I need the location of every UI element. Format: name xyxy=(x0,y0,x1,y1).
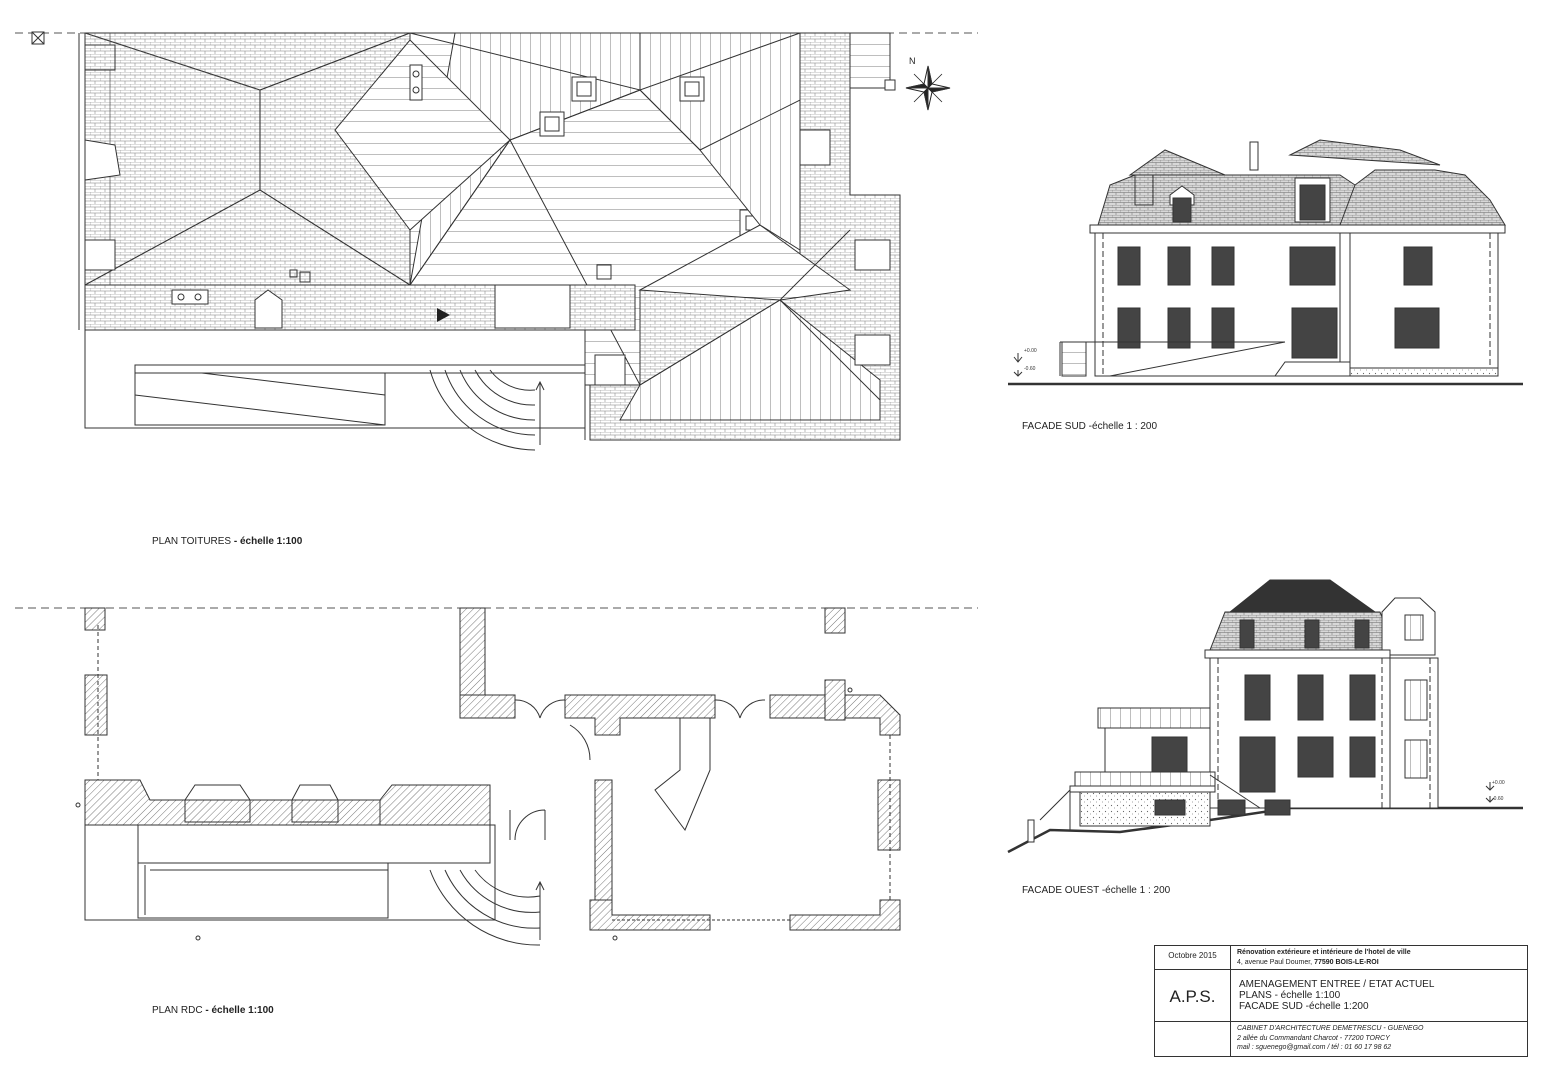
level-marker: +0.00 xyxy=(1024,348,1037,354)
project-cell: Rénovation extérieure et intérieure de l… xyxy=(1231,946,1527,970)
blank-cell xyxy=(1155,1022,1231,1056)
level-marker: -0.60 xyxy=(1024,366,1036,372)
title-block: Octobre 2015 Rénovation extérieure et in… xyxy=(1154,945,1528,1057)
north-letter: N xyxy=(909,56,916,66)
firm-name: CABINET D'ARCHITECTURE DEMETRESCU - GUEN… xyxy=(1237,1025,1424,1032)
level-marker: +0.00 xyxy=(1492,780,1505,786)
phase-cell: A.P.S. xyxy=(1155,970,1231,1022)
drawing-title-line: AMENAGEMENT ENTREE / ETAT ACTUEL xyxy=(1239,979,1435,990)
facade-ouest-label: FACADE OUEST -échelle 1 : 200 xyxy=(1022,885,1171,896)
plan-rdc-label: PLAN RDC - échelle 1:100 xyxy=(152,1005,274,1016)
west-elevation xyxy=(1007,579,1523,854)
facade-sud-label: FACADE SUD -échelle 1 : 200 xyxy=(1022,421,1158,432)
firm-contact: mail : sguenego@gmail.com / tél : 01 60 … xyxy=(1237,1044,1392,1051)
project-name: Rénovation extérieure et intérieure de l… xyxy=(1237,949,1411,956)
level-marker: -0.60 xyxy=(1492,796,1504,802)
firm-cell: CABINET D'ARCHITECTURE DEMETRESCU - GUEN… xyxy=(1231,1022,1527,1056)
firm-address: 2 allée du Commandant Charcot - 77200 TO… xyxy=(1237,1034,1390,1042)
project-address: 4, avenue Paul Doumer, 77590 BOIS-LE-ROI xyxy=(1237,959,1379,966)
plan-toitures-label: PLAN TOITURES - échelle 1:100 xyxy=(152,536,303,547)
drawing-title-line: PLANS - échelle 1:100 xyxy=(1239,990,1341,1001)
drawing-title-line: FACADE SUD -échelle 1:200 xyxy=(1239,1001,1369,1012)
roof-plan xyxy=(15,31,978,451)
north-arrow-icon xyxy=(905,65,951,111)
ground-floor-plan xyxy=(15,607,978,946)
date-cell: Octobre 2015 xyxy=(1155,946,1231,970)
drawing-title-cell: AMENAGEMENT ENTREE / ETAT ACTUEL PLANS -… xyxy=(1231,970,1527,1022)
south-elevation xyxy=(1008,139,1523,386)
